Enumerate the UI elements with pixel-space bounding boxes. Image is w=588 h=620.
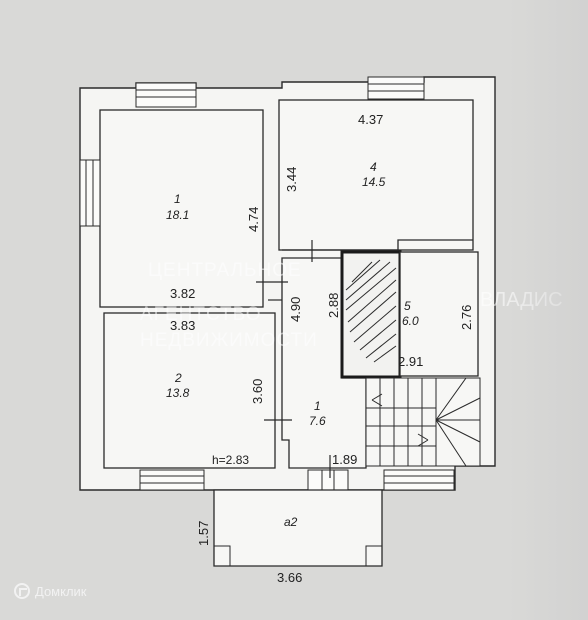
dim-porch-width: 3.66 <box>277 570 302 585</box>
ceiling-height: h=2.83 <box>212 453 249 467</box>
room-4-area: 14.5 <box>362 175 386 189</box>
dim-closet-height: 2.88 <box>326 293 341 318</box>
door-marks <box>256 240 331 478</box>
dim-room4-height: 3.44 <box>284 167 299 192</box>
corridor-number: 1 <box>314 399 321 413</box>
partition-wall <box>282 239 473 251</box>
closet-hatch <box>345 259 397 363</box>
svg-text:АГЕНТСТВО: АГЕНТСТВО <box>140 304 261 325</box>
dim-room1-height: 4.74 <box>246 207 261 232</box>
porch-outline <box>213 489 383 567</box>
dim-corridor-height: 4.90 <box>288 297 303 322</box>
dim-porch-height: 1.57 <box>196 521 211 546</box>
staircase <box>365 377 481 467</box>
room-4-outline <box>278 99 474 251</box>
room-5-outline <box>399 251 479 377</box>
dim-room5-height: 2.76 <box>459 305 474 330</box>
room-2-number: 2 <box>174 371 182 385</box>
corridor-area: 7.6 <box>309 414 326 428</box>
room-1-number: 1 <box>174 192 181 206</box>
room-2-area: 13.8 <box>166 386 190 400</box>
room-5-area: 6.0 <box>402 314 419 328</box>
domclick-logo-icon <box>14 583 30 599</box>
dim-room2-width: 3.83 <box>170 318 195 333</box>
svg-text:ВЛАДИС: ВЛАДИС <box>480 289 563 311</box>
room-2-outline <box>103 312 276 469</box>
dim-room2-height: 3.60 <box>250 379 265 404</box>
dim-room4-width: 4.37 <box>358 112 383 127</box>
room-4-number: 4 <box>370 160 377 174</box>
room-1-outline <box>99 109 264 308</box>
dim-corridor-width: 1.89 <box>332 452 357 467</box>
closet-outline <box>340 250 402 379</box>
domclick-brand: Домклик <box>14 583 87 599</box>
windows <box>79 76 455 491</box>
porch-label: a2 <box>284 515 298 529</box>
watermark: ЦЕНТРАЛЬНОЕ АГЕНТСТВО НЕДВИЖИМОСТИ ВЛАДИ… <box>140 260 563 351</box>
room-5-number: 5 <box>404 299 411 313</box>
dim-room1-width: 3.82 <box>170 286 195 301</box>
svg-text:ЦЕНТРАЛЬНОЕ: ЦЕНТРАЛЬНОЕ <box>148 260 302 281</box>
dim-room5-width: 2.91 <box>398 354 423 369</box>
svg-text:НЕДВИЖИМОСТИ: НЕДВИЖИМОСТИ <box>140 330 318 351</box>
brand-name: Домклик <box>35 583 87 599</box>
room-1-area: 18.1 <box>166 208 189 222</box>
